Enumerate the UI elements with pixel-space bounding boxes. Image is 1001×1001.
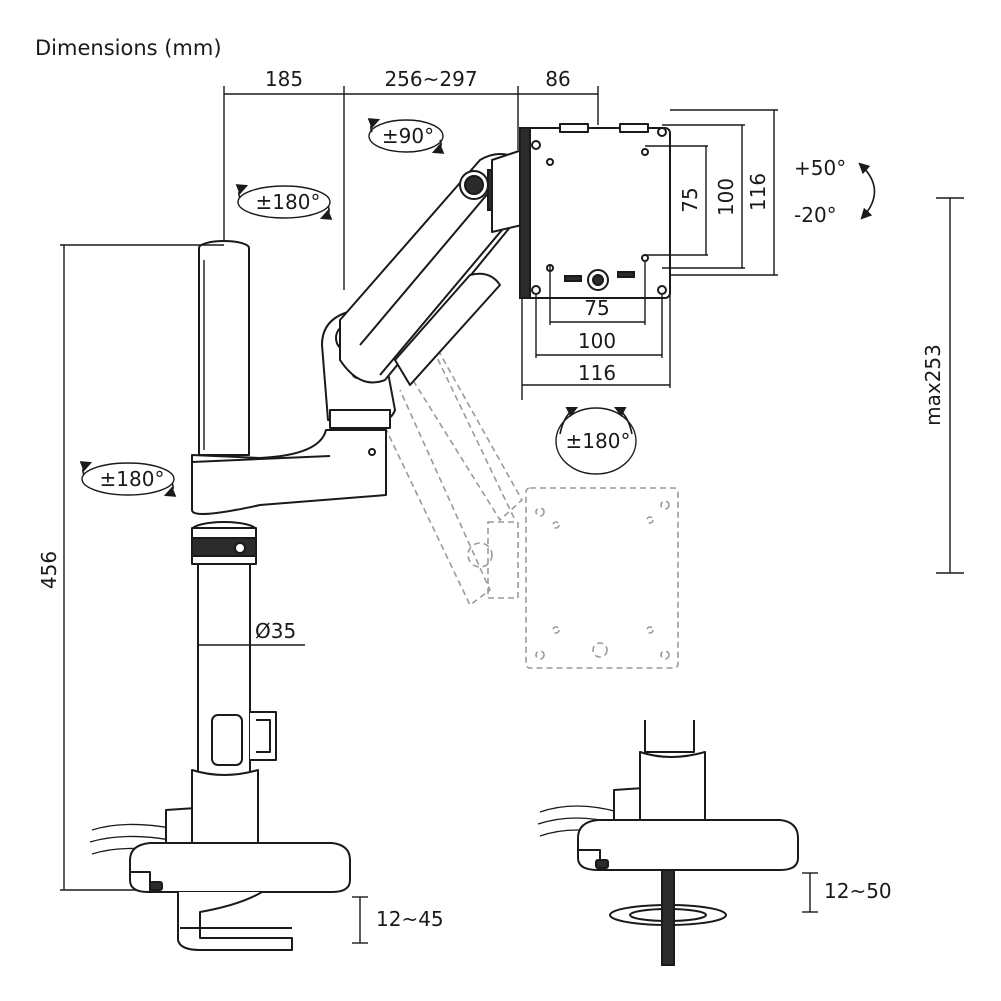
dim-vesa-v-116: 116 xyxy=(746,173,770,211)
vesa-horizontal-dimensions xyxy=(521,262,671,400)
dim-pole-diameter: Ø35 xyxy=(255,619,296,643)
dim-pole-height: 456 xyxy=(37,551,61,589)
rotation-badge-arm-top: ±90° xyxy=(367,118,445,154)
dim-arm-segment-2: 256~297 xyxy=(384,67,477,91)
top-dimension-lines xyxy=(223,86,599,290)
tilt-indicator: +50° -20° xyxy=(794,156,876,227)
dim-max-height: max253 xyxy=(921,344,945,426)
grommet-base-right xyxy=(537,720,799,966)
pole-height-dimension xyxy=(60,244,224,891)
dim-vesa-h-75: 75 xyxy=(584,296,609,320)
rotation-pole-top-label: ±180° xyxy=(256,190,321,214)
dim-clamp-range-left: 12~45 xyxy=(376,907,444,931)
gas-spring-arm xyxy=(339,149,523,386)
cable-clip xyxy=(250,711,277,761)
dim-arm-segment-1: 185 xyxy=(265,67,303,91)
diagram-title: Dimensions (mm) xyxy=(35,36,222,60)
clamp-range-left-dimension xyxy=(352,896,368,944)
rotation-badge-pole-top: ±180° xyxy=(235,184,333,220)
rotation-badge-pole-mid: ±180° xyxy=(79,461,177,497)
dim-clamp-range-right: 12~50 xyxy=(824,879,892,903)
dim-vesa-h-100: 100 xyxy=(578,329,616,353)
clamp-range-right-dimension xyxy=(802,872,818,913)
rotation-badge-plate: ±180° xyxy=(555,406,637,475)
dim-vesa-v-75: 75 xyxy=(678,187,702,212)
pole-arm-bracket xyxy=(191,429,387,565)
vesa-plate xyxy=(519,123,671,299)
rotation-plate-label: ±180° xyxy=(566,429,631,453)
clamp-base-left xyxy=(89,769,351,951)
tilt-up-label: +50° xyxy=(794,156,846,180)
rotation-arm-top-label: ±90° xyxy=(382,124,434,148)
vesa-vertical-dimensions xyxy=(645,109,778,276)
max-height-dimension xyxy=(936,197,964,574)
rotation-pole-mid-label: ±180° xyxy=(100,467,165,491)
dim-vesa-v-100: 100 xyxy=(714,178,738,216)
tilt-down-label: -20° xyxy=(794,203,837,227)
dim-vesa-h-116: 116 xyxy=(578,361,616,385)
mounting-pole xyxy=(197,240,251,781)
dim-arm-segment-3: 86 xyxy=(545,67,570,91)
